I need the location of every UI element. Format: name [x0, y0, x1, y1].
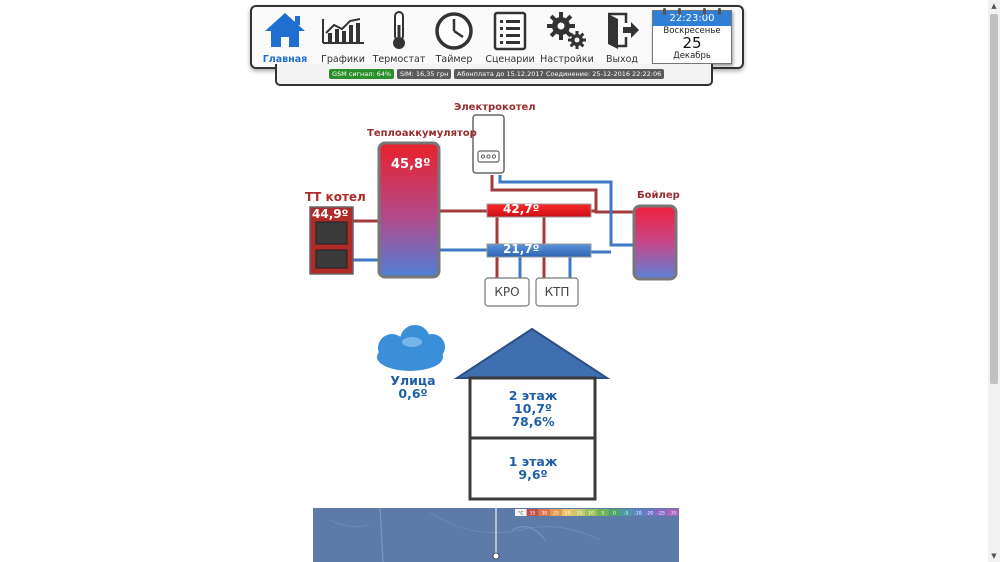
legend-label: -35 — [669, 511, 676, 517]
page-scrollbar[interactable]: ▲ ▼ — [988, 0, 1000, 562]
cloud-icon — [377, 325, 445, 371]
nav-label-home: Главная — [262, 54, 308, 65]
nav-item-home[interactable]: Главная — [256, 9, 314, 65]
outdoor-temp: 0,6º — [398, 386, 428, 401]
ktp-box — [535, 277, 579, 307]
legend-cell — [632, 509, 644, 516]
nav-label-scenarios: Сценарии — [485, 54, 535, 65]
floor2-temp: 10,7º — [514, 401, 552, 416]
nav-item-settings[interactable]: Настройки — [538, 9, 596, 65]
home-icon — [265, 13, 305, 47]
kro-box — [484, 277, 530, 307]
list-icon — [493, 11, 527, 51]
legend-label: 30 — [541, 511, 547, 517]
legend-cell — [667, 509, 679, 516]
exit-icon — [608, 12, 639, 49]
status-bar: GSM сигнал: 64% SIM: 16,35 грн Абонплата… — [275, 64, 713, 86]
nav-item-charts[interactable]: Графики — [314, 9, 372, 65]
legend-label: 10 — [588, 511, 594, 517]
nav-label-thermostat: Термостат — [372, 54, 426, 65]
kro-label: КРО — [494, 285, 520, 299]
nav-item-exit[interactable]: Выход — [593, 9, 651, 65]
ktp-label: КТП — [544, 285, 570, 299]
legend-cell — [573, 509, 586, 516]
water-heater-label: Бойлер — [637, 190, 680, 201]
accumulator-tank — [377, 141, 441, 279]
clock-day: 25 — [682, 34, 702, 52]
floor1-temp: 9,6º — [518, 467, 548, 482]
nav-item-timer[interactable]: Таймер — [425, 9, 483, 65]
legend-cell — [538, 509, 551, 516]
floor2-humidity: 78,6% — [511, 414, 555, 429]
boiler-temp: 44,9º — [312, 207, 349, 221]
electric-boiler — [472, 114, 505, 174]
clock-icon — [435, 12, 473, 50]
legend-label: 20 — [565, 511, 571, 517]
solid-fuel-boiler — [309, 206, 354, 275]
legend-cell — [596, 509, 609, 516]
gsm-signal-badge: GSM сигнал: 64% — [329, 69, 395, 79]
legend-cell — [643, 509, 656, 516]
legend-label: 5 — [601, 511, 604, 517]
legend-label: °C — [518, 511, 523, 517]
accumulator-temp: 45,8º — [391, 157, 431, 172]
cold-collector — [486, 243, 592, 258]
legend-label: -20 — [646, 511, 653, 517]
legend-cell — [585, 509, 597, 516]
map-temperature-legend: °C 35 30 25 20 15 10 5 0 -5 -10 -20 -25 -35 — [515, 509, 679, 517]
legend-label: 0 — [613, 511, 616, 517]
nav-item-thermostat[interactable]: Термостат — [370, 9, 428, 65]
solid-fuel-boiler-label: ТТ котел — [305, 190, 366, 204]
legend-cell — [561, 509, 574, 516]
scroll-thumb[interactable] — [990, 14, 998, 384]
nav-label-charts: Графики — [321, 54, 365, 65]
floor1-name: 1 этаж — [508, 454, 558, 469]
hot-collector-temp: 42,7º — [503, 202, 540, 216]
connection-badge: Соединение: 25-12-2016 22:22:06 — [543, 69, 665, 79]
gears-icon — [547, 12, 586, 49]
clock-month: Декабрь — [673, 51, 711, 61]
legend-label: -10 — [634, 511, 641, 517]
sim-balance-badge: SIM: 16,35 грн — [397, 69, 452, 79]
nav-label-settings: Настройки — [540, 54, 594, 65]
legend-label: 25 — [553, 511, 559, 517]
scroll-up-arrow[interactable]: ▲ — [991, 2, 997, 10]
legend-cell — [608, 509, 621, 516]
legend-cell — [620, 509, 632, 516]
electric-boiler-label: Электрокотел — [454, 102, 536, 113]
subscription-badge: Абонплата до 15.12.2017 — [454, 69, 547, 79]
legend-label: 35 — [530, 511, 536, 517]
water-heater-tank — [632, 204, 678, 281]
floor2-name: 2 этаж — [508, 388, 558, 403]
accumulator-label: Теплоаккумулятор — [367, 128, 477, 139]
house-schematic — [453, 327, 611, 501]
thermometer-icon — [393, 11, 405, 49]
cold-collector-temp: 21,7º — [503, 242, 540, 256]
legend-cell — [526, 509, 539, 516]
hot-collector — [486, 203, 592, 218]
cold-pipes — [352, 175, 634, 279]
legend-label: 15 — [576, 511, 582, 517]
chart-icon — [322, 18, 364, 44]
legend-cell — [655, 509, 668, 516]
nav-label-timer: Таймер — [435, 54, 473, 65]
scroll-down-arrow[interactable]: ▼ — [991, 552, 997, 560]
weather-map — [313, 507, 679, 562]
legend-cell — [550, 509, 562, 516]
legend-label: -5 — [624, 511, 629, 517]
legend-cell — [515, 509, 527, 516]
clock-time: 22:23:00 — [653, 11, 731, 26]
nav-item-scenarios[interactable]: Сценарии — [481, 9, 539, 65]
clock-weekday: Воскресенье — [663, 26, 721, 36]
outdoor-label: Улица — [390, 373, 436, 388]
legend-label: -25 — [658, 511, 665, 517]
clock-widget: 22:23:00 Воскресенье 25 Декабрь — [652, 8, 732, 64]
nav-label-exit: Выход — [605, 54, 639, 65]
